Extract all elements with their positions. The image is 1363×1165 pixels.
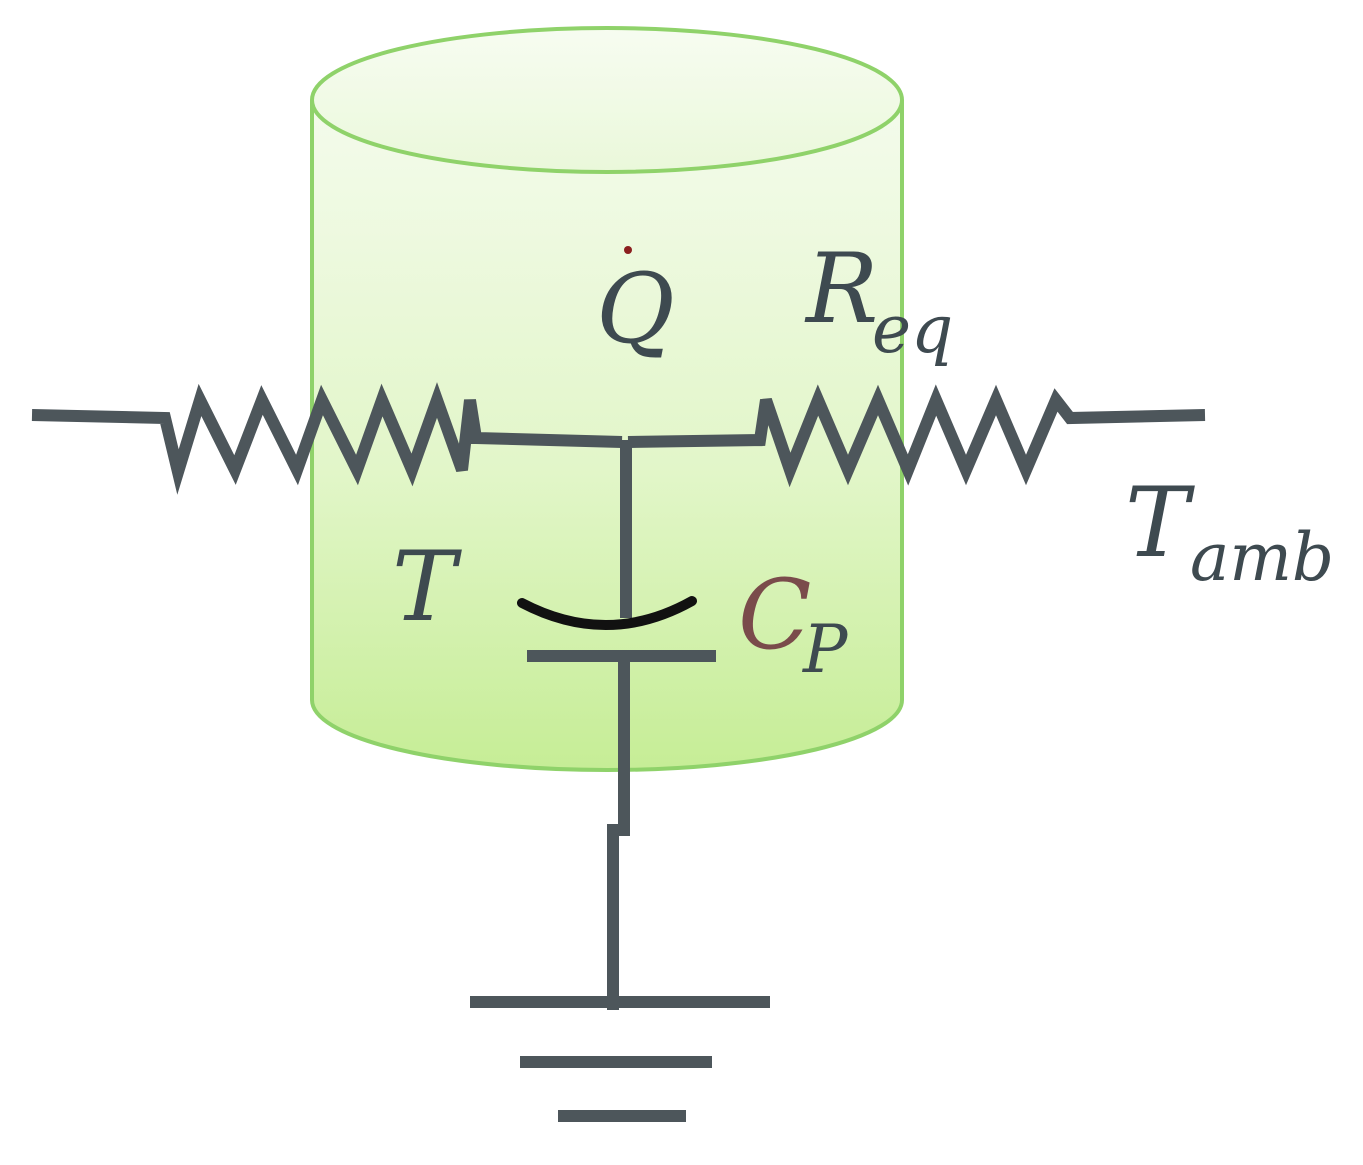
q-dot-accent — [624, 246, 632, 254]
heat-flow-label: Q — [596, 253, 675, 365]
ambient-temp-label: T — [1125, 467, 1195, 579]
cylinder-top — [310, 26, 904, 174]
resistance-label-main: R — [804, 233, 878, 345]
capacitor-curved-plate — [517, 596, 697, 630]
ground-wire — [607, 656, 630, 1010]
capacitance-label: C — [738, 559, 811, 671]
resistance-label-subscript: eq — [872, 291, 953, 368]
ambient-temp-subscript: amb — [1190, 519, 1334, 596]
capacitance-label-subscript: P — [802, 611, 849, 688]
resistance-label: R — [804, 233, 878, 345]
left-resistor — [31, 382, 623, 495]
temperature-label: T — [392, 531, 462, 643]
right-resistor-req — [627, 384, 1206, 488]
